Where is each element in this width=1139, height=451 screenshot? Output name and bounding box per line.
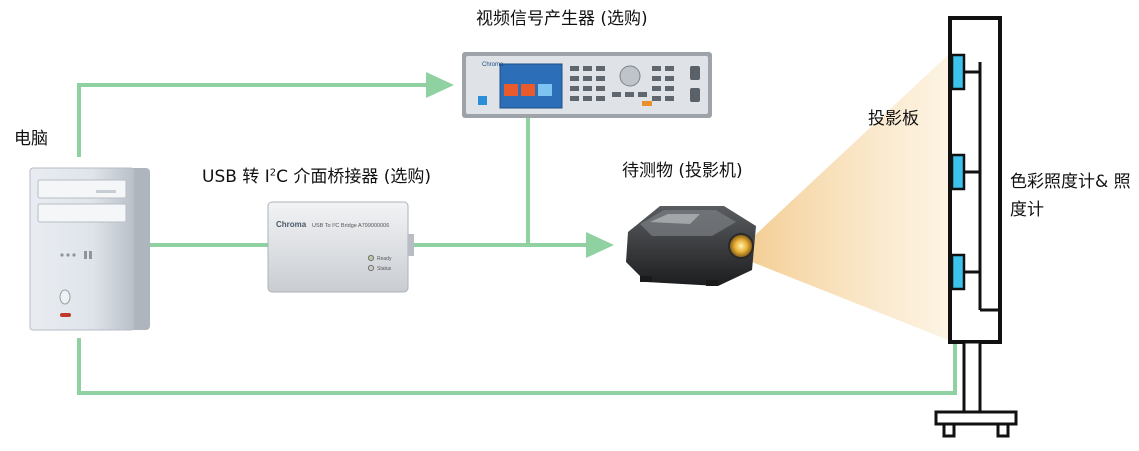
label-projection-screen: 投影板 xyxy=(868,109,919,129)
label-video-signal-generator: 视频信号产生器 (选购) xyxy=(476,9,648,29)
power-button-icon xyxy=(59,289,71,305)
label-dut-projector: 待测物 (投影机) xyxy=(622,161,743,181)
bridge-led-status: Status xyxy=(377,266,392,272)
sensor-middle xyxy=(950,153,966,191)
bridge-model: USB To I²C Bridge A799000006 xyxy=(312,223,389,229)
label-bridge-suffix: C 介面桥接器 (选购) xyxy=(276,167,432,187)
generator-brand: Chroma xyxy=(482,62,504,68)
projector xyxy=(626,206,756,286)
pc-tower xyxy=(29,167,150,331)
video-signal-generator: Chroma xyxy=(462,52,712,118)
light-beam xyxy=(752,55,948,340)
sensor-bottom xyxy=(950,253,966,291)
label-pc: 电脑 xyxy=(14,129,48,149)
arrow-to-projector xyxy=(586,232,614,258)
label-usb-i2c-bridge: USB 转 I2C 介面桥接器 (选购) xyxy=(202,166,431,188)
connection-lines xyxy=(77,83,957,395)
bridge-brand: Chroma xyxy=(276,220,307,229)
usb-i2c-bridge: Chroma USB To I²C Bridge A799000006 Read… xyxy=(267,201,414,293)
label-color-illuminance-meter: 色彩照度计& 照度计 xyxy=(1010,172,1131,220)
projector-lens xyxy=(728,233,754,259)
label-bridge-sup: 2 xyxy=(269,167,277,179)
projection-screen xyxy=(934,16,1018,438)
line-pc-to-generator xyxy=(77,83,430,157)
line-pc-to-meter xyxy=(77,338,957,395)
sensor-top xyxy=(950,53,966,91)
label-bridge-prefix: USB 转 I xyxy=(202,167,270,187)
bridge-led-ready: Ready xyxy=(377,256,392,262)
arrow-to-generator xyxy=(426,72,454,98)
